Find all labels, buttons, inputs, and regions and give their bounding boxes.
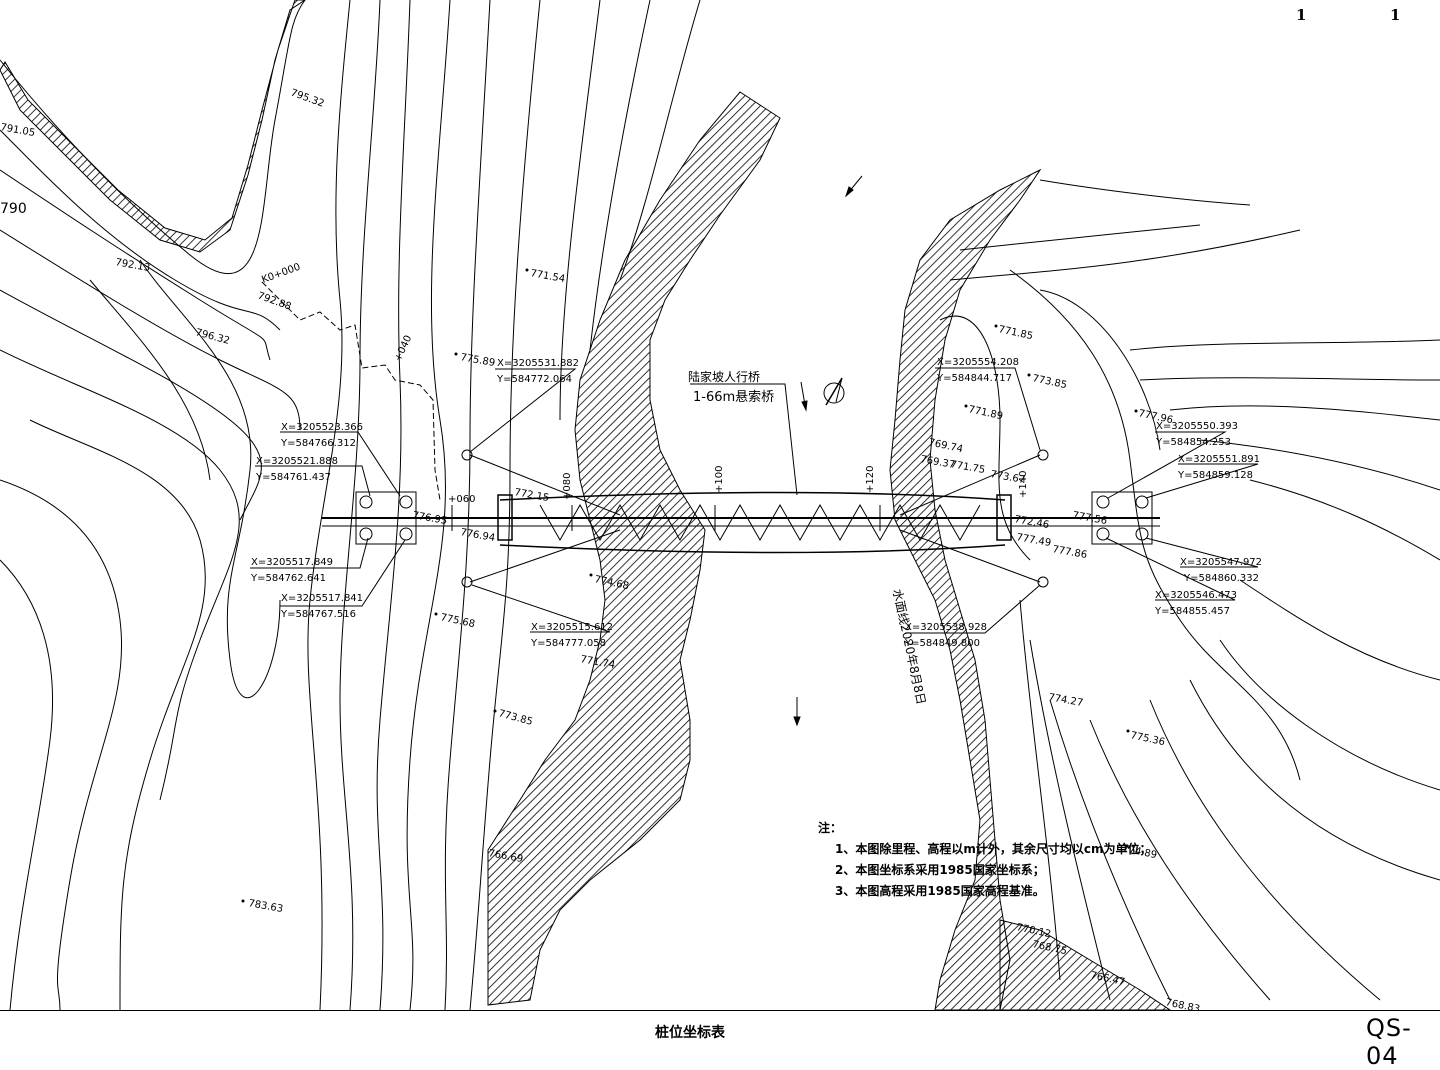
- elevation-label: 771.75: [949, 459, 985, 476]
- contour-lines-left: [0, 0, 306, 1010]
- drawing-number: QS-04: [1366, 1014, 1412, 1070]
- elevation-label: 771.89: [967, 404, 1004, 422]
- general-notes: 注： 1、本图除里程、高程以m计外，其余尺寸均以cm为单位； 2、本图坐标系采用…: [818, 820, 1151, 898]
- elevation-label: 777.49: [1015, 532, 1051, 549]
- left-riverbank-hatch: [487, 91, 781, 1006]
- pile-coordinate-y: Y=584761.437: [255, 472, 331, 483]
- sheet-title: 桩位坐标表: [655, 1025, 725, 1041]
- pile-coordinate-y: Y=584859.128: [1177, 470, 1253, 481]
- title-block-divider: [0, 1010, 1440, 1011]
- notes-heading: 注：: [818, 820, 842, 835]
- elevation-label: 776.94: [459, 527, 495, 544]
- pile-coordinate-y: Y=584777.058: [530, 638, 606, 649]
- pile-coordinate-x: X=3205554.208: [937, 357, 1019, 368]
- elevation-label: 769.74: [927, 437, 964, 455]
- pile-markers: [359, 449, 1149, 588]
- pile-coordinate-x: X=3205515.612: [531, 622, 613, 633]
- elevation-label: 775.36: [1129, 730, 1166, 748]
- station-label: +120: [865, 466, 876, 493]
- station-label: +040: [393, 334, 415, 364]
- station-label: +100: [714, 466, 725, 493]
- elevation-label: 792.88: [256, 290, 293, 312]
- upper-left-slope-hatch: [0, 0, 306, 253]
- pile-coordinate-y: Y=584860.332: [1183, 573, 1259, 584]
- contour-lines-right: [939, 179, 1440, 1001]
- sheet-total-number: 1: [1390, 6, 1401, 24]
- pile-coordinate-x: X=3205547.972: [1180, 557, 1262, 568]
- topographic-plan-drawing: 陆家坡人行桥 1-66m悬索桥 水面线2020年8月8日 K0+000 +040…: [0, 0, 1440, 1010]
- elevation-label: 795.32: [289, 87, 326, 109]
- sheet-current-number: 1: [1296, 6, 1307, 24]
- elevation-label: 768.83: [1164, 997, 1201, 1010]
- elevation-label: 773.85: [1031, 373, 1068, 391]
- contour-lines-middle: [307, 0, 701, 1010]
- pile-coordinate-x: X=3205523.366: [281, 422, 363, 433]
- pile-coordinate-x: X=3205517.849: [251, 557, 333, 568]
- pile-coordinate-y: Y=584849.800: [904, 638, 980, 649]
- leader-lines: [250, 367, 1259, 634]
- access-road-centerline: [261, 281, 441, 501]
- station-label: K0+000: [260, 262, 302, 286]
- bridge-type-label: 1-66m悬索桥: [693, 390, 774, 405]
- note-item: 1、本图除里程、高程以m计外，其余尺寸均以cm为单位；: [835, 841, 1151, 856]
- pile-coordinate-y: Y=584854.253: [1155, 437, 1231, 448]
- lower-right-slope-hatch: [999, 919, 1171, 1010]
- pile-coordinate-y: Y=584772.064: [496, 374, 572, 385]
- elevation-label: 775.89: [459, 352, 495, 369]
- pile-coordinate-x: X=3205550.393: [1156, 421, 1238, 432]
- elevation-label: 773.85: [497, 708, 534, 728]
- pile-coordinate-y: Y=584762.641: [250, 573, 326, 584]
- elevation-label: 796.32: [194, 327, 231, 347]
- elevation-label: 771.85: [997, 324, 1034, 342]
- elevation-label: 791.05: [0, 122, 36, 139]
- station-ticks: [451, 505, 881, 531]
- elevation-label: 783.63: [247, 898, 283, 915]
- elevation-label: 772.15: [513, 487, 549, 504]
- elevation-label: 774.27: [1047, 692, 1083, 709]
- station-label: +140: [1018, 471, 1029, 498]
- pile-coordinate-x: X=3205546.473: [1155, 590, 1237, 601]
- elevation-label: 777.86: [1051, 544, 1087, 561]
- pile-coordinate-x: X=3205531.882: [497, 358, 579, 369]
- pile-coordinate-y: Y=584844.717: [936, 373, 1012, 384]
- elevation-label: 792.13: [114, 257, 150, 274]
- right-riverbank-hatch: [889, 168, 1042, 1010]
- pile-coordinate-x: X=3205538.928: [905, 622, 987, 633]
- elevation-label: 777.56: [1071, 510, 1107, 527]
- pile-coordinate-x: X=3205521.888: [256, 456, 338, 467]
- elevation-label: 771.54: [529, 268, 565, 285]
- elevation-label: 790: [0, 201, 27, 217]
- elevation-label: 776.95: [411, 510, 447, 527]
- pile-coordinate-x: X=3205551.891: [1178, 454, 1260, 465]
- bridge-name-label: 陆家坡人行桥: [688, 369, 760, 384]
- pile-coordinate-x: X=3205517.841: [281, 593, 363, 604]
- pile-coordinate-y: Y=584766.312: [280, 438, 356, 449]
- north-arrow-icon: [823, 377, 845, 406]
- elevation-label: 775.68: [439, 612, 476, 630]
- note-item: 3、本图高程采用1985国家高程基准。: [835, 883, 1045, 898]
- suspension-bridge: [322, 454, 1160, 583]
- pile-coordinate-y: Y=584767.516: [280, 609, 356, 620]
- station-label: +080: [562, 473, 573, 500]
- flow-direction-arrow-icon: [793, 175, 863, 727]
- elevation-label: 772.46: [1013, 514, 1049, 531]
- pile-coordinate-y: Y=584855.457: [1154, 606, 1230, 617]
- survey-points: [241, 268, 1138, 903]
- note-item: 2、本图坐标系采用1985国家坐标系；: [835, 862, 1045, 877]
- station-label: +060: [448, 494, 475, 505]
